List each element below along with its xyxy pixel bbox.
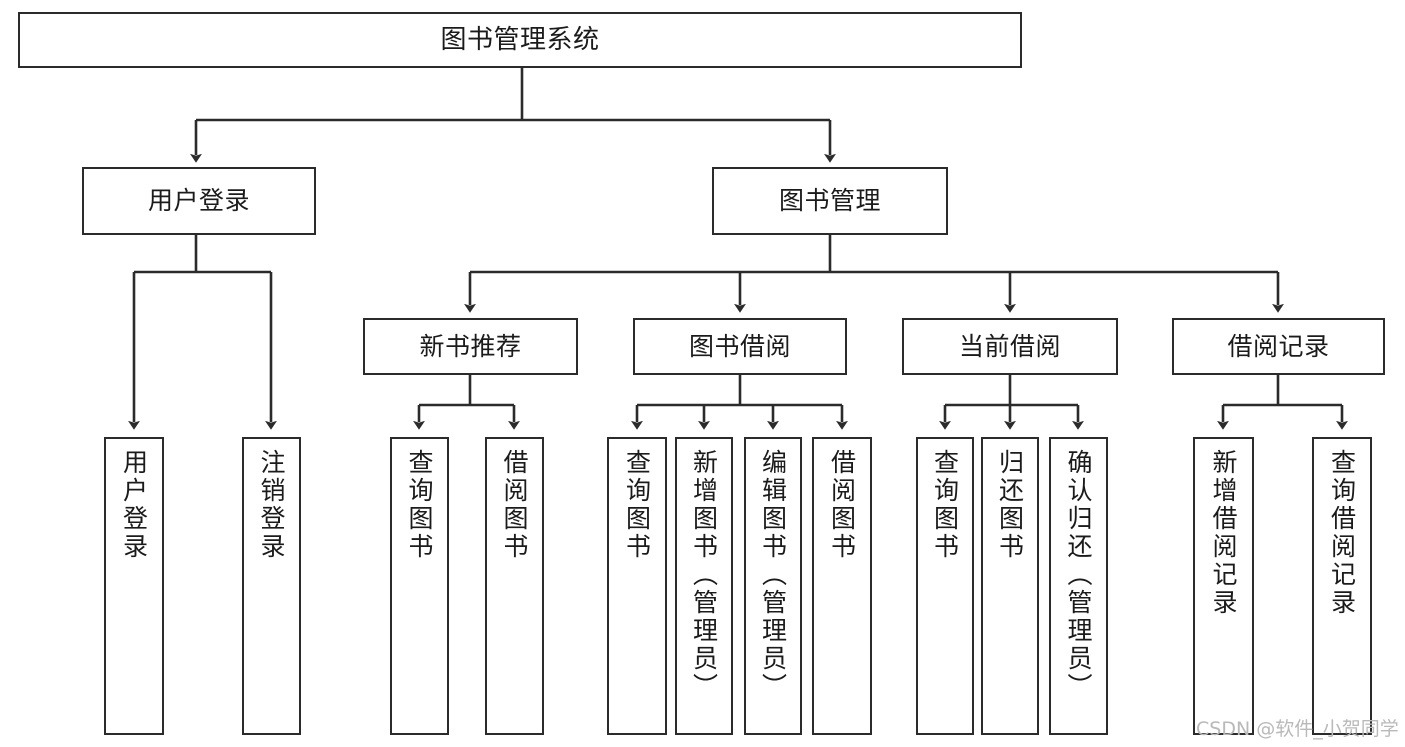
node-label: 查询图书 xyxy=(405,449,434,561)
node-borrow-records[interactable]: 借阅记录 xyxy=(1172,318,1385,375)
node-leaf-newbook-borrow-book[interactable]: 借阅图书 xyxy=(485,437,544,735)
node-label: 归还图书 xyxy=(995,449,1025,561)
node-user-login[interactable]: 用户登录 xyxy=(82,167,316,235)
node-label: 编辑图书（管理员） xyxy=(758,449,788,701)
node-label: 图书借阅 xyxy=(688,331,791,361)
node-leaf-borrowrecord-add-record[interactable]: 新增借阅记录 xyxy=(1193,437,1254,735)
node-leaf-user-login[interactable]: 用户登录 xyxy=(104,437,164,735)
node-new-book-recommendation[interactable]: 新书推荐 xyxy=(363,318,578,375)
node-leaf-newbook-query-book[interactable]: 查询图书 xyxy=(390,437,449,735)
node-label: 借阅记录 xyxy=(1227,331,1330,361)
csdn-watermark: CSDN @软件_小贺同学 xyxy=(1196,718,1399,740)
node-label: 图书管理 xyxy=(778,186,881,216)
node-label: 图书管理系统 xyxy=(440,24,600,55)
node-label: 用户登录 xyxy=(147,186,250,216)
node-label: 注销登录 xyxy=(257,449,286,561)
node-leaf-bookborrow-add-book-admin[interactable]: 新增图书（管理员） xyxy=(675,437,733,735)
node-label: 借阅图书 xyxy=(500,449,529,561)
node-leaf-currentborrow-confirm-return-admin[interactable]: 确认归还（管理员） xyxy=(1049,437,1108,735)
node-leaf-bookborrow-query-book[interactable]: 查询图书 xyxy=(607,437,667,735)
node-label: 新书推荐 xyxy=(419,331,522,361)
node-label: 新增图书（管理员） xyxy=(689,449,719,701)
node-label: 确认归还（管理员） xyxy=(1064,449,1093,701)
node-leaf-currentborrow-query-book[interactable]: 查询图书 xyxy=(916,437,974,735)
node-leaf-bookborrow-borrow-book[interactable]: 借阅图书 xyxy=(812,437,872,735)
node-label: 查询图书 xyxy=(622,449,652,561)
node-leaf-bookborrow-edit-book-admin[interactable]: 编辑图书（管理员） xyxy=(744,437,802,735)
node-book-borrowing[interactable]: 图书借阅 xyxy=(633,318,847,375)
node-label: 查询图书 xyxy=(930,449,960,561)
node-leaf-currentborrow-return-book[interactable]: 归还图书 xyxy=(981,437,1039,735)
node-current-borrowing[interactable]: 当前借阅 xyxy=(902,318,1118,375)
node-label: 用户登录 xyxy=(119,449,149,561)
node-root-book-management-system[interactable]: 图书管理系统 xyxy=(18,12,1022,68)
node-label: 当前借阅 xyxy=(958,331,1061,361)
node-leaf-user-logout[interactable]: 注销登录 xyxy=(242,437,301,735)
node-label: 新增借阅记录 xyxy=(1209,449,1238,617)
node-book-management[interactable]: 图书管理 xyxy=(712,167,948,235)
node-leaf-borrowrecord-query-record[interactable]: 查询借阅记录 xyxy=(1312,437,1372,735)
node-label: 查询借阅记录 xyxy=(1327,449,1357,617)
node-label: 借阅图书 xyxy=(827,449,857,561)
